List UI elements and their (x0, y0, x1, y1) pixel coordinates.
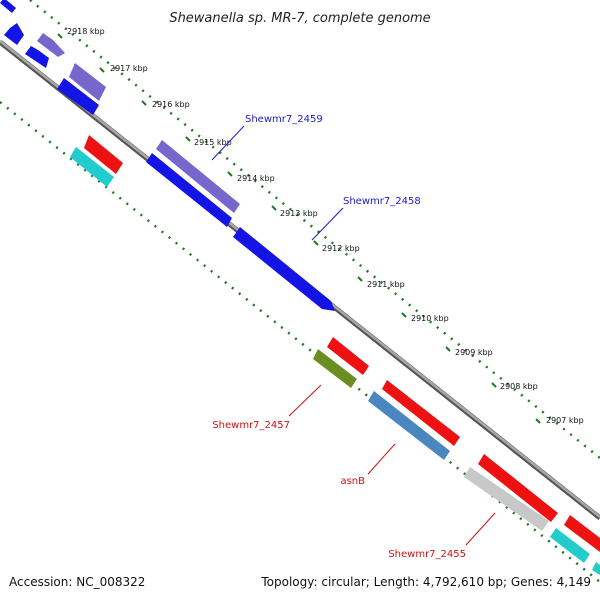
tick-mark (99, 67, 105, 73)
gene-arrow-blue[interactable] (233, 227, 335, 311)
tick-mark (141, 100, 147, 106)
gene-block-cyan[interactable] (70, 147, 114, 187)
tick-label-2916: 2916 kbp (152, 100, 190, 109)
gene-arrow-blue[interactable] (0, 0, 16, 13)
leader-asnb (367, 443, 396, 475)
gene-label-shewmr7-2458[interactable]: Shewmr7_2458 (343, 196, 421, 207)
gene-block-cyan[interactable] (592, 562, 600, 575)
tick-mark (445, 346, 451, 352)
gene-labels: Shewmr7_2459 Shewmr7_2458 Shewmr7_2457 a… (212, 114, 466, 560)
forward-features (0, 0, 335, 311)
gene-label-shewmr7-2455[interactable]: Shewmr7_2455 (388, 549, 466, 560)
leader-shewmr7-2455 (465, 512, 496, 546)
tick-label-2911: 2911 kbp (367, 280, 405, 289)
tick-mark (271, 205, 277, 211)
accession-text: Accession: NC_008322 (9, 575, 145, 589)
tick-mark (401, 312, 407, 318)
tick-label-2912: 2912 kbp (322, 244, 360, 253)
gene-arrow-red[interactable] (382, 380, 460, 446)
leader-shewmr7-2457 (288, 384, 322, 417)
gene-arrow-red[interactable] (84, 135, 123, 174)
gene-block-purple[interactable] (37, 33, 65, 57)
tick-label-2913: 2913 kbp (280, 209, 318, 218)
tick-label-2917: 2917 kbp (110, 64, 148, 73)
leader-shewmr7-2458 (311, 207, 344, 241)
gene-block-gray[interactable] (464, 467, 549, 531)
map-title: Shewanella sp. MR-7, complete genome (169, 11, 430, 26)
gene-label-shewmr7-2459[interactable]: Shewmr7_2459 (245, 114, 323, 125)
gene-arrow-blue[interactable] (25, 46, 49, 68)
tick-mark (313, 240, 319, 246)
tick-mark (185, 136, 191, 142)
gene-block-steel[interactable] (368, 391, 450, 460)
gene-arrow-red[interactable] (478, 454, 558, 522)
tick-marks (57, 33, 541, 424)
gene-label-asnb[interactable]: asnB (340, 476, 365, 487)
tick-label-2914: 2914 kbp (237, 174, 275, 183)
inner-tick-guide (0, 101, 600, 583)
tick-label-2918: 2918 kbp (67, 27, 105, 36)
gene-label-shewmr7-2457[interactable]: Shewmr7_2457 (212, 420, 290, 431)
tick-mark (227, 171, 233, 177)
gene-block-cyan[interactable] (550, 528, 590, 563)
tick-label-2910: 2910 kbp (411, 314, 449, 323)
tick-label-2908: 2908 kbp (500, 382, 538, 391)
callout-leaders (211, 125, 496, 546)
gene-arrow-blue[interactable] (4, 23, 24, 45)
tick-mark (491, 382, 497, 388)
reverse-features (70, 135, 600, 575)
genome-summary-text: Topology: circular; Length: 4,792,610 bp… (260, 575, 591, 589)
tick-mark (357, 276, 363, 282)
gene-block-purple[interactable] (69, 63, 106, 101)
gene-arrow-blue[interactable] (57, 78, 99, 115)
tick-label-2909: 2909 kbp (455, 348, 493, 357)
tick-label-2907: 2907 kbp (546, 416, 584, 425)
tick-mark (535, 418, 541, 424)
leader-shewmr7-2459 (211, 125, 245, 161)
gene-block-purple[interactable] (156, 140, 240, 213)
gene-arrow-red[interactable] (564, 515, 600, 552)
gene-arrow-blue[interactable] (146, 153, 232, 227)
gene-arrow-red[interactable] (327, 337, 369, 375)
gene-block-olive[interactable] (313, 349, 357, 388)
tick-labels: 2918 kbp 2917 kbp 2916 kbp 2915 kbp 2914… (67, 27, 584, 425)
tick-mark (57, 33, 63, 39)
tick-label-2915: 2915 kbp (194, 138, 232, 147)
